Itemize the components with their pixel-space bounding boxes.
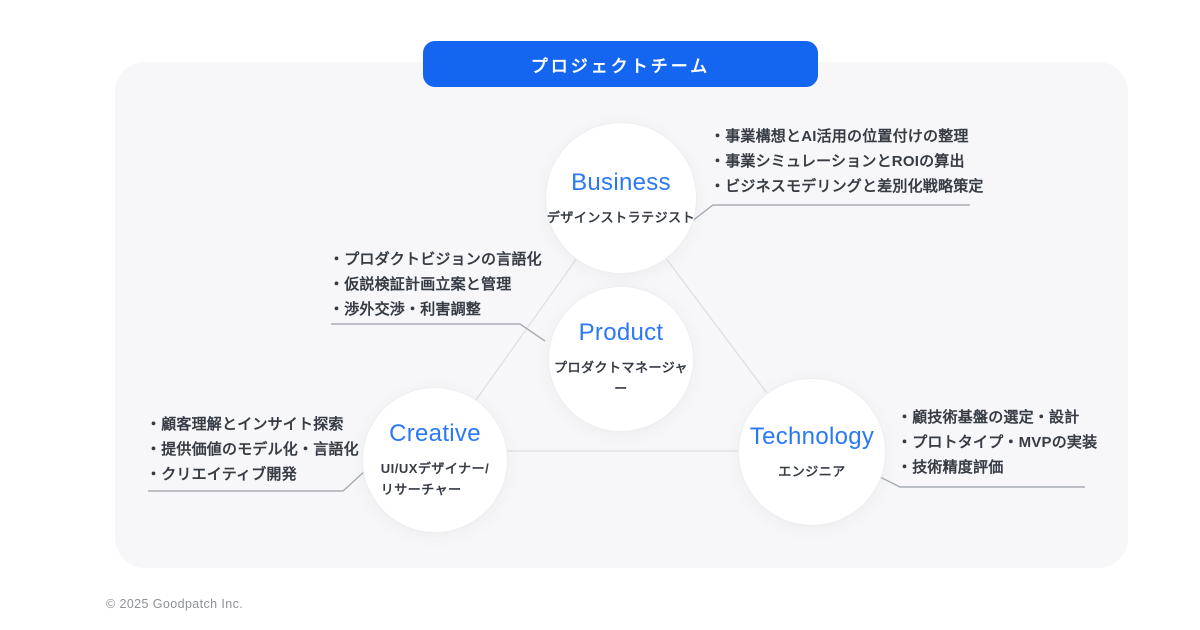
business-bullet-3: ・ビジネスモデリングと差別化戦略策定	[710, 178, 984, 195]
node-technology-title: Technology	[749, 422, 875, 450]
node-business-title: Business	[571, 168, 671, 196]
node-technology: Technology エンジニア	[738, 378, 886, 526]
node-business: Business デザインストラテジスト	[545, 122, 697, 274]
node-product-title: Product	[578, 319, 664, 346]
copyright-text: © 2025 Goodpatch Inc.	[106, 597, 244, 611]
technology-bullet-1: ・顧技術基盤の選定・設計	[897, 409, 1080, 426]
node-creative-title: Creative	[389, 420, 481, 447]
creative-bullet-list: ・顧客理解とインサイト探索 ・提供価値のモデル化・言語化 ・クリエイティブ開発	[146, 412, 359, 487]
business-bullet-1: ・事業構想とAI活用の位置付けの整理	[710, 128, 969, 145]
business-bullet-2: ・事業シミュレーションとROIの算出	[710, 153, 965, 170]
edge-business-technology	[664, 256, 768, 394]
product-bullet-list: ・プロダクトビジョンの言語化 ・仮説検証計画立案と管理 ・渉外交渉・利害調整	[329, 247, 542, 322]
node-creative-role-line1: UI/UXデザイナー/	[380, 461, 490, 476]
business-bullet-list: ・事業構想とAI活用の位置付けの整理 ・事業シミュレーションとROIの算出 ・ビ…	[710, 124, 984, 199]
creative-bullet-2: ・提供価値のモデル化・言語化	[146, 441, 359, 458]
product-bullet-2: ・仮説検証計画立案と管理	[329, 276, 512, 293]
technology-bullet-list: ・顧技術基盤の選定・設計 ・プロトタイプ・MVPの実装 ・技術精度評価	[897, 405, 1097, 480]
node-creative: Creative UI/UXデザイナー/ リサーチャー	[362, 387, 508, 533]
node-creative-role: UI/UXデザイナー/ リサーチャー	[381, 458, 490, 500]
technology-bullet-2: ・プロトタイプ・MVPの実装	[897, 434, 1098, 451]
node-business-role: デザインストラテジスト	[546, 209, 696, 225]
creative-bullet-1: ・顧客理解とインサイト探索	[146, 416, 344, 433]
product-bullet-3: ・渉外交渉・利害調整	[329, 301, 482, 318]
diagram-title: プロジェクトチーム	[530, 56, 711, 76]
node-technology-role: エンジニア	[778, 463, 846, 479]
node-product: Product プロダクトマネージャー	[548, 286, 694, 432]
leader-product	[331, 323, 546, 342]
product-bullet-1: ・プロダクトビジョンの言語化	[329, 251, 542, 268]
leader-creative	[148, 469, 367, 492]
diagram-title-banner: プロジェクトチーム	[423, 41, 818, 87]
leader-business	[686, 204, 970, 226]
node-product-role: プロダクトマネージャー	[553, 360, 689, 396]
node-creative-role-line2: リサーチャー	[380, 482, 462, 497]
creative-bullet-3: ・クリエイティブ開発	[146, 466, 297, 483]
technology-bullet-3: ・技術精度評価	[897, 459, 1004, 476]
